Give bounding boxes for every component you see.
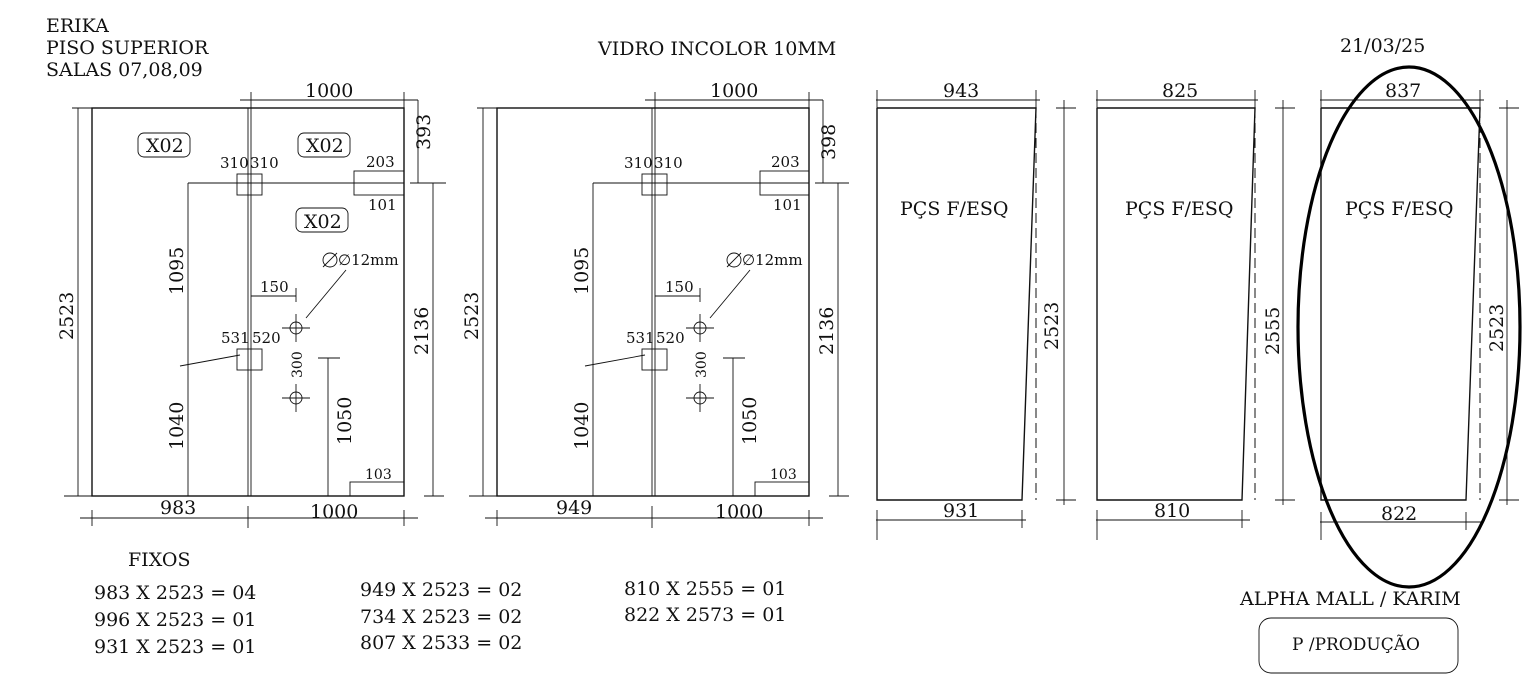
- panel-4-top: 825: [1162, 80, 1198, 102]
- panel-3-outline: [876, 107, 1037, 501]
- panel-4-label: PÇS F/ESQ: [1125, 198, 1233, 220]
- svg-text:531: 531: [626, 329, 655, 347]
- panel-1-bottom-left: 983: [160, 497, 196, 519]
- date-label: 21/03/25: [1340, 35, 1425, 57]
- panel-1-tag-1: [137, 132, 191, 158]
- panel-3-label: PÇS F/ESQ: [900, 198, 1008, 220]
- svg-text:203: 203: [366, 153, 395, 171]
- panel-1-tag-3: [295, 207, 349, 233]
- panel-4-height: 2555: [1262, 307, 1284, 355]
- panel-3-bottom: 931: [943, 500, 979, 522]
- panel-2-top-width: 1000: [710, 80, 758, 102]
- svg-text:310: 310: [220, 154, 249, 172]
- svg-text:531: 531: [221, 329, 250, 347]
- panel-2-upper-right-height: 398: [818, 124, 840, 160]
- panel-2-hole-diameter: ∅12mm: [742, 251, 803, 269]
- fixos-title: FIXOS: [128, 549, 190, 571]
- panel-2-right-height: 2136: [816, 307, 838, 355]
- svg-text:520: 520: [656, 329, 685, 347]
- fixos-item: 931 X 2523 = 01: [94, 636, 256, 658]
- panel-1-right-height: 2136: [411, 307, 433, 355]
- svg-text:103: 103: [770, 467, 797, 483]
- panel-5-height: 2523: [1486, 304, 1508, 352]
- panel-1-upper-right-height: 393: [413, 114, 435, 150]
- panel-5: 837 PÇS F/ESQ 2523 822: [1296, 65, 1522, 589]
- panel-1-bottom-hinge: [236, 348, 263, 371]
- svg-text:1095: 1095: [571, 247, 593, 295]
- panel-5-outline: [1320, 107, 1481, 501]
- fixos-item: 810 X 2555 = 01: [624, 578, 786, 600]
- fixos-list: FIXOS 983 X 2523 = 04 996 X 2523 = 01 93…: [94, 549, 786, 658]
- floor-label: PISO SUPERIOR: [46, 37, 209, 59]
- svg-text:1040: 1040: [571, 402, 593, 450]
- svg-text:1095: 1095: [166, 247, 188, 295]
- panel-1-top-width: 1000: [305, 80, 353, 102]
- header: ERIKA PISO SUPERIOR SALAS 07,08,09 VIDRO…: [46, 15, 1425, 81]
- panel-5-top: 837: [1385, 80, 1421, 102]
- footer: ALPHA MALL / KARIM P /PRODUÇÃO: [1239, 588, 1461, 674]
- panel-4-outline: [1096, 107, 1256, 501]
- fixos-item: 822 X 2573 = 01: [624, 604, 786, 626]
- production-stamp-text: P /PRODUÇÃO: [1292, 634, 1420, 655]
- svg-text:101: 101: [773, 196, 802, 214]
- material-label: VIDRO INCOLOR 10MM: [597, 38, 836, 60]
- panel-2-bottom-left: 949: [556, 497, 592, 519]
- svg-text:310: 310: [654, 154, 683, 172]
- svg-text:520: 520: [252, 329, 281, 347]
- panel-4: 825 PÇS F/ESQ 2555 810: [1096, 80, 1295, 540]
- panel-1-corner-cut: [349, 481, 405, 497]
- panel-3-height: 2523: [1041, 302, 1063, 350]
- panel-2-bottom-right: 1000: [715, 501, 763, 523]
- svg-text:1040: 1040: [166, 402, 188, 450]
- panel-2-left-height: 2523: [461, 292, 483, 340]
- client-name: ERIKA: [46, 15, 109, 37]
- panel-2-lock-cutout: [759, 170, 810, 196]
- svg-text:1050: 1050: [334, 397, 356, 445]
- svg-text:101: 101: [368, 196, 397, 214]
- panel-2-outline: [496, 107, 810, 497]
- svg-text:300: 300: [290, 351, 306, 378]
- panel-5-bottom: 822: [1381, 503, 1417, 525]
- panel-3: 943 PÇS F/ESQ 2523 931: [876, 80, 1076, 540]
- svg-text:150: 150: [665, 278, 694, 296]
- svg-text:X02: X02: [146, 135, 184, 157]
- svg-text:310: 310: [250, 154, 279, 172]
- fixos-item: 807 X 2533 = 02: [360, 632, 522, 654]
- panel-5-label: PÇS F/ESQ: [1345, 198, 1453, 220]
- panel-2-bottom-hinge: [641, 348, 668, 371]
- panel-1-bottom-right: 1000: [310, 501, 358, 523]
- project-label: ALPHA MALL / KARIM: [1239, 588, 1461, 610]
- highlight-ellipse: [1296, 65, 1522, 589]
- production-stamp: [1258, 617, 1459, 674]
- panel-2: 1000 310 310 203 101 398 1095 1040 531 5…: [461, 80, 849, 528]
- svg-text:X02: X02: [306, 135, 344, 157]
- panel-1-lock-cutout: [353, 170, 405, 196]
- svg-text:203: 203: [771, 153, 800, 171]
- fixos-item: 734 X 2523 = 02: [360, 606, 522, 628]
- svg-text:310: 310: [624, 154, 653, 172]
- rooms-label: SALAS 07,08,09: [46, 59, 203, 81]
- panel-3-top: 943: [943, 80, 979, 102]
- panel-1-top-hinge: [236, 173, 263, 196]
- svg-text:150: 150: [260, 278, 289, 296]
- fixos-item: 949 X 2523 = 02: [360, 579, 522, 601]
- svg-text:300: 300: [694, 351, 710, 378]
- panel-1-left-height: 2523: [56, 292, 78, 340]
- panel-1-hole-diameter: ∅12mm: [338, 251, 399, 269]
- svg-text:103: 103: [365, 467, 392, 483]
- panel-4-bottom: 810: [1154, 500, 1190, 522]
- panel-1-tag-2: [297, 132, 351, 158]
- svg-text:1050: 1050: [739, 397, 761, 445]
- fixos-item: 996 X 2523 = 01: [94, 609, 256, 631]
- panel-2-corner-cut: [754, 481, 810, 497]
- svg-text:X02: X02: [304, 211, 342, 233]
- panel-1: 1000 X02 X02 X02 310 310 203 101 393 109…: [56, 80, 446, 528]
- panel-2-top-hinge: [641, 173, 668, 196]
- fixos-item: 983 X 2523 = 04: [94, 582, 256, 604]
